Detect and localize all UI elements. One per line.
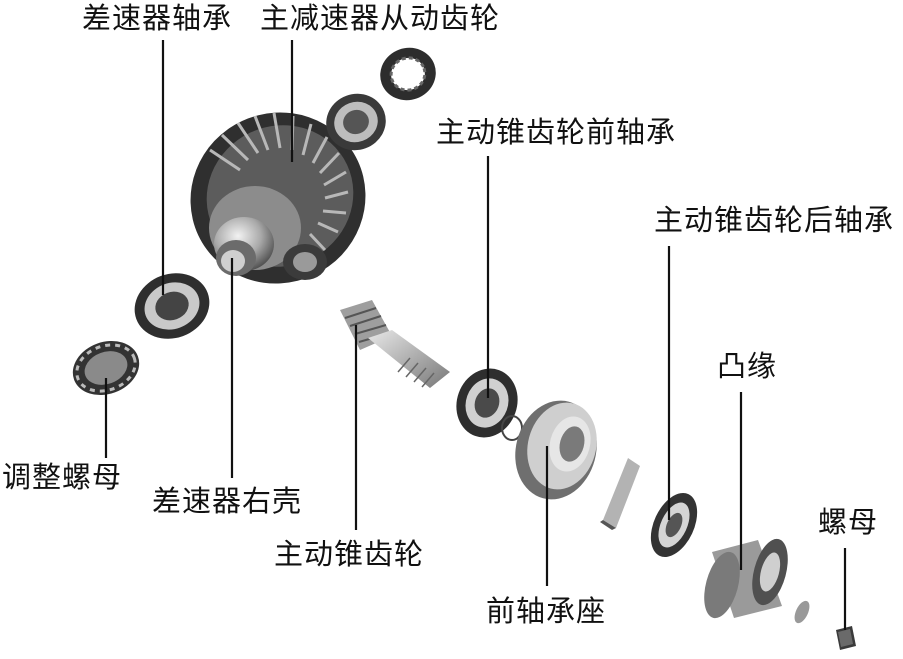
top-spline-washer-part <box>373 40 443 108</box>
label-drive-pinion-front-bearing: 主动锥齿轮前轴承 <box>436 118 676 147</box>
front-bearing-seat-part <box>504 391 607 508</box>
label-adjusting-nut: 调整螺母 <box>2 463 122 492</box>
washer-part <box>791 599 812 626</box>
label-drive-pinion-rear-bearing: 主动锥齿轮后轴承 <box>654 206 894 235</box>
differential-bearing-part <box>125 263 218 349</box>
label-differential-right-case: 差速器右壳 <box>152 487 302 516</box>
spacer-part <box>600 458 640 530</box>
label-drive-pinion: 主动锥齿轮 <box>274 540 424 569</box>
flange-part <box>698 535 795 622</box>
label-front-bearing-seat: 前轴承座 <box>486 597 606 626</box>
label-differential-bearing: 差速器轴承 <box>82 4 232 33</box>
label-nut: 螺母 <box>818 508 878 537</box>
label-flange: 凸缘 <box>717 352 777 381</box>
drive-pinion-rear-bearing-part <box>642 486 707 565</box>
label-final-drive-driven-gear: 主减速器从动齿轮 <box>260 4 500 33</box>
